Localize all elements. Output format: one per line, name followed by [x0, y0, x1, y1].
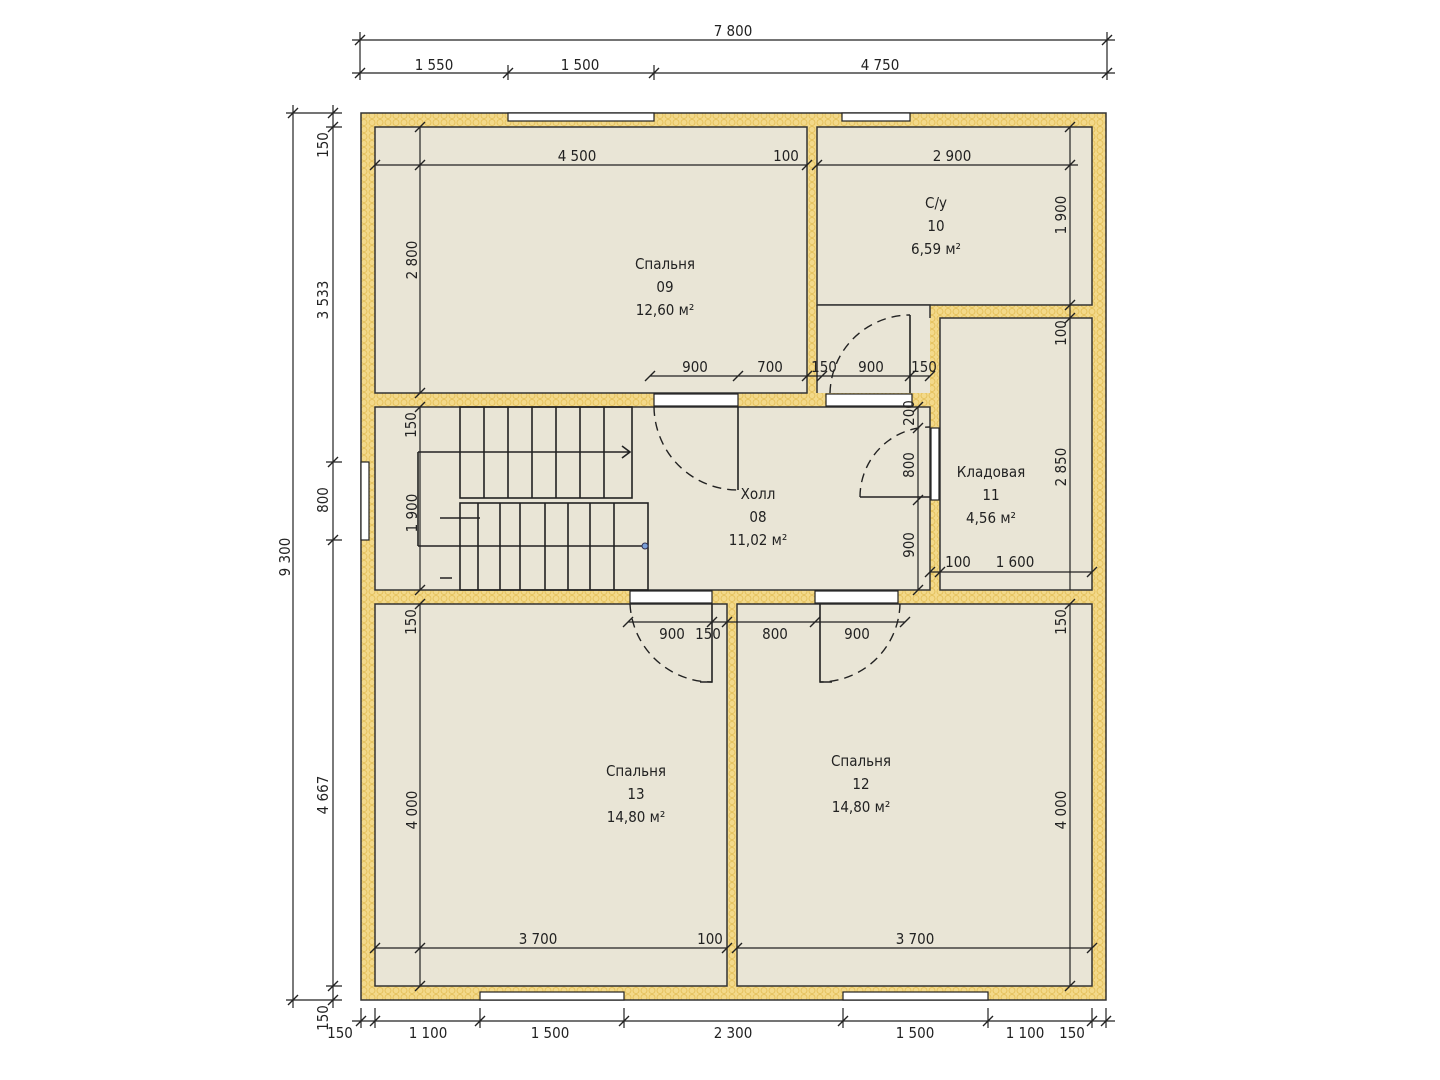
room-label-09: Спальня 09 12,60 м² [635, 255, 695, 319]
room-area: 11,02 м² [729, 531, 788, 549]
dim-interior: 150 [811, 358, 837, 376]
dim-bottom: 2 300 [714, 1024, 753, 1042]
dim-interior: 900 [682, 358, 708, 376]
room-name: Спальня [635, 255, 695, 273]
dim-interior: 2 800 [403, 241, 421, 280]
dim-interior: 800 [762, 625, 788, 643]
dim-bottom: 1 100 [409, 1024, 448, 1042]
dim-interior: 3 700 [519, 930, 558, 948]
room-wc-10 [816, 126, 1093, 306]
dim-interior: 100 [945, 553, 971, 571]
dim-interior: 700 [757, 358, 783, 376]
dim-interior: 1 900 [1052, 196, 1070, 235]
dim-left-total: 9 300 [276, 538, 294, 577]
room-area: 4,56 м² [966, 509, 1016, 527]
room-number: 11 [982, 486, 999, 504]
dim-left: 4 667 [314, 776, 332, 815]
room-number: 10 [927, 217, 944, 235]
room-label-11: Кладовая 11 4,56 м² [957, 463, 1025, 527]
dimension-bottom: 150 1 100 1 500 2 300 1 500 1 100 150 [327, 1008, 1115, 1042]
dim-interior: 150 [695, 625, 721, 643]
wc-corridor-patch [817, 305, 930, 393]
room-number: 08 [749, 508, 766, 526]
room-area: 14,80 м² [607, 808, 666, 826]
dim-interior: 900 [900, 532, 918, 558]
room-name: С/у [925, 194, 947, 212]
room-number: 12 [852, 775, 869, 793]
dim-interior: 4 000 [403, 791, 421, 830]
dim-bottom: 1 500 [531, 1024, 570, 1042]
dim-interior: 1 900 [403, 494, 421, 533]
dim-interior: 900 [844, 625, 870, 643]
room-name: Спальня [831, 752, 891, 770]
dim-interior: 900 [659, 625, 685, 643]
dim-interior: 150 [911, 358, 937, 376]
dim-interior: 150 [402, 412, 420, 438]
windows [360, 112, 989, 1001]
room-label-13: Спальня 13 14,80 м² [606, 762, 666, 826]
room-name: Кладовая [957, 463, 1025, 481]
door-swings [629, 314, 931, 683]
door-openings [629, 393, 940, 604]
room-bedroom-09 [374, 126, 808, 394]
dim-interior: 150 [402, 609, 420, 635]
dim-interior: 2 850 [1052, 448, 1070, 487]
dim-left: 3 533 [314, 281, 332, 320]
dim-left: 150 [314, 132, 332, 158]
room-area: 14,80 м² [832, 798, 891, 816]
dim-interior: 2 900 [933, 147, 972, 165]
room-name: Холл [741, 485, 776, 503]
room-hall-08 [374, 406, 931, 591]
room-label-10: С/у 10 6,59 м² [911, 194, 961, 258]
dim-interior: 3 700 [896, 930, 935, 948]
room-number: 09 [656, 278, 673, 296]
dim-bottom: 1 500 [896, 1024, 935, 1042]
dim-interior: 200 [900, 400, 918, 426]
dim-interior: 4 000 [1052, 791, 1070, 830]
dim-interior: 150 [1052, 609, 1070, 635]
dim-interior: 4 500 [558, 147, 597, 165]
dim-interior: 100 [1052, 320, 1070, 346]
interior-dimensions: 4 500 100 2 800 2 900 1 900 100 900 700 … [369, 121, 1098, 992]
dim-top: 4 750 [861, 56, 900, 74]
room-label-12: Спальня 12 14,80 м² [831, 752, 891, 816]
dim-interior: 100 [773, 147, 799, 165]
room-bedroom-12 [736, 603, 1093, 987]
room-name: Спальня [606, 762, 666, 780]
room-label-08: Холл 08 11,02 м² [729, 485, 788, 549]
dim-bottom: 1 100 [1006, 1024, 1045, 1042]
dim-left: 150 [314, 1005, 332, 1031]
staircase [417, 406, 649, 591]
room-bedroom-13 [374, 603, 728, 987]
dim-top-total: 7 800 [714, 22, 753, 40]
dim-top: 1 550 [415, 56, 454, 74]
room-area: 12,60 м² [636, 301, 695, 319]
dim-bottom: 150 [1059, 1024, 1085, 1042]
dim-bottom: 150 [327, 1024, 353, 1042]
dim-interior: 100 [697, 930, 723, 948]
dim-left: 800 [314, 487, 332, 513]
room-number: 13 [627, 785, 644, 803]
dimension-top: 7 800 1 550 1 500 4 750 [352, 22, 1115, 80]
dimension-left: 9 300 150 3 533 800 4 667 150 [276, 105, 342, 1031]
dim-interior: 1 600 [996, 553, 1035, 571]
room-area: 6,59 м² [911, 240, 961, 258]
dim-interior: 800 [900, 452, 918, 478]
dim-interior: 900 [858, 358, 884, 376]
dim-top: 1 500 [561, 56, 600, 74]
room-pantry-11 [939, 317, 1093, 591]
